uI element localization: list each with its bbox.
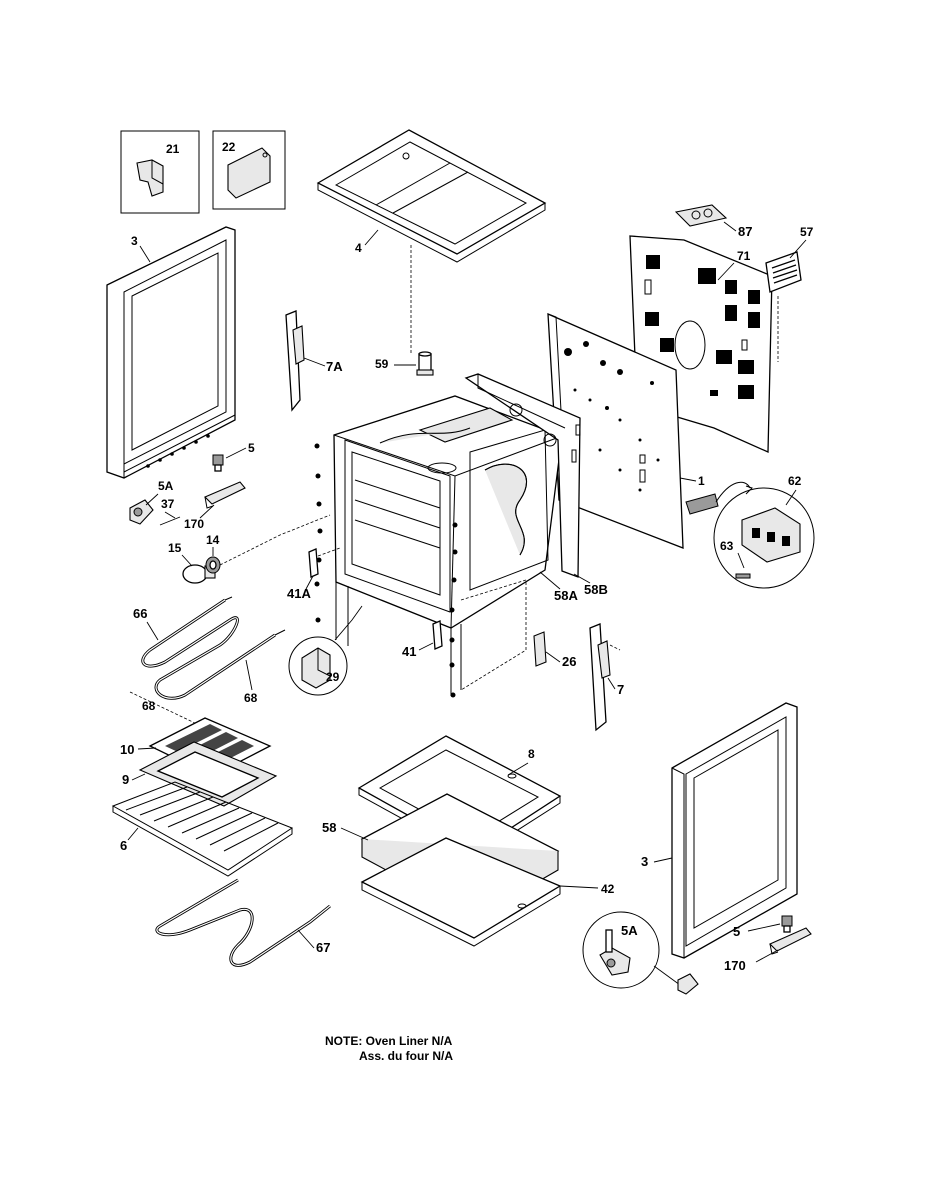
callout-14: 14 (206, 533, 220, 547)
callout-68-left: 68 (142, 699, 156, 713)
hinge-pin-part-5-lower (781, 915, 793, 933)
callout-5a-right: 5A (621, 923, 638, 938)
bracket-part-26 (533, 631, 547, 667)
bracket-part-41a (308, 548, 319, 578)
callout-66: 66 (133, 606, 147, 621)
callout-3-left: 3 (131, 234, 138, 248)
callout-58a: 58A (554, 588, 578, 603)
callout-57: 57 (800, 225, 814, 239)
broil-element-part-67 (155, 878, 331, 967)
callout-29: 29 (326, 670, 340, 684)
note-line-1: NOTE: Oven Liner N/A (325, 1034, 453, 1048)
right-door-part-3 (671, 702, 798, 959)
callout-68-right: 68 (244, 691, 258, 705)
callout-59: 59 (375, 357, 389, 371)
callout-22: 22 (222, 140, 236, 154)
callout-87: 87 (738, 224, 752, 239)
bake-element-part-66 (141, 596, 286, 700)
gasket-part-87 (674, 204, 728, 227)
callout-62: 62 (788, 474, 802, 488)
hinge-part-7 (589, 623, 611, 732)
back-frame-part-1 (547, 312, 684, 549)
lamp-socket-part-14 (205, 556, 221, 574)
callout-7: 7 (617, 682, 624, 697)
bracket-part-41 (432, 620, 443, 650)
callout-8: 8 (528, 747, 535, 761)
inset-box-22 (212, 130, 286, 210)
terminal-block-part-62 (685, 481, 815, 589)
callout-10: 10 (120, 742, 134, 757)
inset-box-21 (120, 130, 200, 214)
callout-67: 67 (316, 940, 330, 955)
callout-15: 15 (168, 541, 182, 555)
hinge-pin-part-5-upper (212, 454, 224, 472)
callout-9: 9 (122, 772, 129, 787)
callout-1: 1 (698, 474, 705, 488)
leg-part-59 (416, 351, 434, 376)
callout-58: 58 (322, 820, 336, 835)
callout-170-right: 170 (724, 958, 746, 973)
callout-170-left: 170 (184, 517, 204, 531)
oven-rack-part-6 (111, 781, 294, 877)
callout-41: 41 (402, 644, 416, 659)
hinge-receptacle-part-170-left (204, 481, 246, 509)
callout-6: 6 (120, 838, 127, 853)
hinge-receptacle-part-170-right (769, 927, 812, 955)
callout-41a: 41A (287, 586, 311, 601)
callout-58b: 58B (584, 582, 608, 597)
hinge-part-5a-bottom (677, 973, 699, 995)
top-panel-part-4 (316, 129, 547, 263)
callout-71: 71 (737, 249, 751, 263)
cabinet-screws (314, 443, 458, 698)
callout-21: 21 (166, 142, 180, 156)
callout-5-lower: 5 (733, 924, 740, 939)
broiler-pan-part-9 (138, 741, 278, 807)
note-line-2: Ass. du four N/A (359, 1049, 454, 1063)
hinge-part-7a (285, 310, 305, 412)
callout-5-upper: 5 (248, 441, 255, 455)
side-panel-58a-58b (464, 373, 581, 578)
inset-circle-5a-right (582, 911, 681, 989)
callout-63: 63 (720, 539, 734, 553)
callout-42: 42 (601, 882, 615, 896)
vent-part-57 (765, 251, 802, 293)
inset-circle-29 (288, 636, 348, 696)
callout-5a-left: 5A (158, 479, 174, 493)
callout-3-right: 3 (641, 854, 648, 869)
callout-37: 37 (161, 497, 175, 511)
hinge-part-5a-left (129, 499, 154, 525)
callout-7a: 7A (326, 359, 343, 374)
callout-26: 26 (562, 654, 576, 669)
left-door-part-3 (106, 226, 236, 479)
callout-4: 4 (355, 241, 362, 255)
range-cabinet-body (333, 395, 563, 696)
